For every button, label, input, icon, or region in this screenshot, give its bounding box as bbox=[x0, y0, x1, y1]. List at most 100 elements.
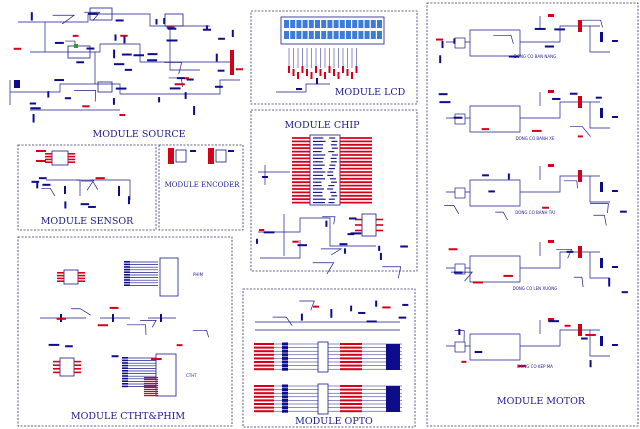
resistor bbox=[548, 320, 560, 323]
capacitor bbox=[205, 25, 208, 31]
pin-name bbox=[329, 164, 336, 166]
resistor bbox=[282, 409, 288, 413]
resistor bbox=[86, 47, 95, 50]
capacitor bbox=[123, 36, 126, 44]
resistor bbox=[88, 12, 98, 15]
lcd-cell bbox=[284, 20, 289, 28]
wire bbox=[71, 308, 91, 316]
wire bbox=[169, 26, 200, 71]
resistor bbox=[282, 353, 288, 357]
wire bbox=[444, 205, 460, 215]
module-sensor-title: MODULE SENSOR bbox=[41, 216, 134, 227]
capacitor bbox=[343, 248, 346, 254]
resistor bbox=[282, 391, 288, 395]
pin-name bbox=[328, 168, 335, 170]
diode bbox=[600, 182, 603, 192]
resistor bbox=[65, 345, 73, 348]
resistor bbox=[612, 116, 618, 118]
pin-name bbox=[313, 154, 326, 156]
lcd-cell bbox=[352, 20, 358, 28]
lcd-pin bbox=[310, 72, 313, 79]
net-label bbox=[144, 379, 158, 381]
wire bbox=[258, 217, 376, 247]
net-label bbox=[56, 317, 66, 320]
lcd-cell bbox=[327, 20, 333, 28]
resistor bbox=[167, 27, 177, 30]
resistor bbox=[619, 210, 627, 213]
net-label bbox=[340, 343, 362, 345]
net-label bbox=[548, 14, 554, 17]
resistor bbox=[612, 40, 618, 42]
resistor bbox=[474, 351, 483, 354]
capacitor bbox=[316, 78, 318, 84]
wire bbox=[84, 11, 101, 21]
net-label bbox=[340, 368, 362, 371]
wire bbox=[446, 251, 600, 269]
circuit-drawings bbox=[9, 7, 628, 415]
net-label bbox=[254, 353, 274, 356]
net-label bbox=[166, 26, 175, 29]
net-label bbox=[82, 105, 90, 108]
capacitor bbox=[215, 53, 218, 62]
capacitor bbox=[113, 49, 116, 59]
key-connector bbox=[159, 257, 179, 297]
net-label bbox=[564, 324, 571, 327]
net-label bbox=[109, 306, 119, 309]
wire bbox=[126, 324, 147, 335]
resistor bbox=[124, 266, 130, 268]
net-label bbox=[254, 388, 274, 391]
capacitor bbox=[114, 34, 117, 41]
motor-connector bbox=[578, 20, 582, 32]
module-source-title: MODULE SOURCE bbox=[92, 129, 185, 140]
resistor bbox=[282, 398, 288, 402]
led bbox=[74, 44, 78, 48]
regulator bbox=[67, 45, 91, 59]
capacitor bbox=[507, 173, 510, 180]
net-label bbox=[254, 392, 274, 395]
resistor bbox=[282, 349, 288, 353]
encoder-connector bbox=[215, 149, 227, 163]
optocoupler bbox=[455, 38, 465, 48]
lcd-pin bbox=[342, 66, 344, 73]
resistor bbox=[297, 244, 307, 247]
net-label bbox=[461, 360, 467, 363]
microcontroller bbox=[309, 134, 341, 206]
lcd-cell bbox=[290, 31, 296, 39]
resistor bbox=[122, 383, 128, 385]
resistor bbox=[282, 342, 288, 346]
capacitor bbox=[453, 38, 456, 44]
opto-ic bbox=[317, 383, 329, 415]
resistor bbox=[282, 395, 288, 399]
lcd-cell bbox=[333, 20, 339, 28]
lcd-cell bbox=[364, 31, 370, 39]
resistor bbox=[124, 268, 130, 271]
net-label bbox=[254, 350, 274, 353]
resistor bbox=[122, 357, 128, 359]
net-label bbox=[254, 410, 274, 413]
pin-name bbox=[313, 157, 324, 159]
optocoupler bbox=[455, 342, 465, 352]
resistor bbox=[121, 53, 132, 56]
lcd-cell bbox=[370, 20, 376, 28]
net-label bbox=[382, 306, 391, 309]
resistor bbox=[122, 385, 128, 388]
capacitor bbox=[300, 313, 303, 321]
resistor bbox=[453, 116, 463, 119]
wire bbox=[276, 83, 330, 93]
lcd-cell bbox=[339, 20, 345, 28]
encoder-connector bbox=[175, 149, 187, 163]
net-label bbox=[174, 83, 185, 86]
optocoupler bbox=[454, 187, 466, 199]
net-label bbox=[36, 160, 46, 162]
wire bbox=[10, 79, 240, 95]
resistor bbox=[115, 87, 127, 90]
pin-name bbox=[330, 191, 337, 193]
net-label bbox=[585, 333, 596, 336]
net-label bbox=[235, 68, 244, 71]
crystal bbox=[262, 176, 268, 178]
pin-name bbox=[313, 168, 323, 170]
net-label bbox=[13, 47, 22, 50]
capacitor bbox=[608, 278, 611, 287]
optocoupler bbox=[455, 264, 465, 274]
